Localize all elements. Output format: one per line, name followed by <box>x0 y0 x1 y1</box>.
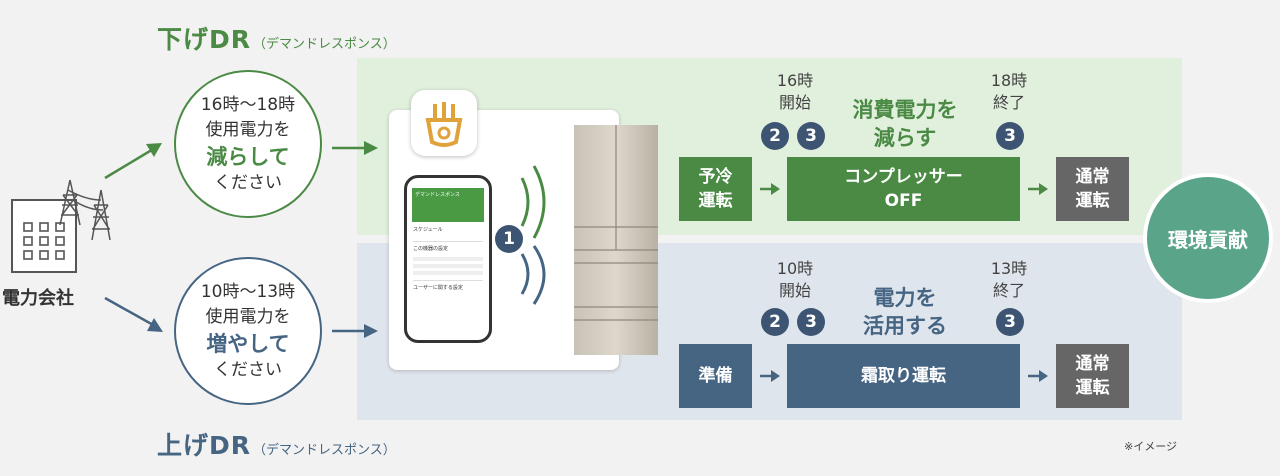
down-badge-3-start: 3 <box>797 122 825 150</box>
up-dr-title: 上げDR <box>157 431 252 460</box>
phone-header-title: デマンドレスポンス <box>415 192 460 198</box>
down-badge-2: 2 <box>761 122 789 150</box>
phone-content: スケジュール この機器の設定 ユーザーに関する設定 <box>413 226 483 293</box>
down-arrow-1 <box>760 183 780 195</box>
phone-row-device-settings: この機器の設定 <box>413 246 449 252</box>
signal-badge: 1 <box>495 225 523 253</box>
smartphone: デマンドレスポンス スケジュール この機器の設定 ユーザーに関する設定 <box>404 175 492 343</box>
defrost-box: 霜取り運転 <box>787 344 1020 408</box>
power-company-label: 電力会社 <box>2 288 74 309</box>
down-badge-3-end: 3 <box>996 122 1024 150</box>
image-note: ※イメージ <box>1124 440 1177 453</box>
down-dr-power-text: 使用電力を <box>205 119 291 140</box>
down-start-label: 16時 開始 <box>776 71 814 112</box>
up-arrow-2 <box>1028 370 1048 382</box>
down-dr-heading: 下げDR（デマンドレスポンス） <box>157 20 396 56</box>
up-dr-power-text: 使用電力を <box>205 306 291 327</box>
down-dr-emphasis: 減らして <box>206 144 290 169</box>
down-dr-please: ください <box>214 172 282 193</box>
up-dr-please: ください <box>214 359 282 380</box>
up-badge-2: 2 <box>761 308 789 336</box>
up-arrow-1 <box>760 370 780 382</box>
down-dr-subtitle: （デマンドレスポンス） <box>253 37 396 52</box>
phone-row-user-settings: ユーザーに関する設定 <box>413 285 463 291</box>
up-start-label: 10時 開始 <box>776 259 814 300</box>
up-normal-box: 通常 運転 <box>1056 344 1129 408</box>
app-icon[interactable] <box>411 90 477 156</box>
signal-waves-icon <box>520 165 546 305</box>
power-company-icon <box>11 179 111 273</box>
device-arrows <box>332 141 378 338</box>
up-badge-3-start: 3 <box>797 308 825 336</box>
up-dr-time: 10時〜13時 <box>200 281 296 302</box>
up-dr-heading: 上げDR（デマンドレスポンス） <box>157 426 396 462</box>
refrigerator-icon <box>574 125 658 355</box>
up-badge-3-end: 3 <box>996 308 1024 336</box>
down-end-label: 18時 終了 <box>990 71 1028 112</box>
up-main-label: 電力を 活用する <box>863 286 947 338</box>
prepare-box: 準備 <box>679 344 752 408</box>
down-dr-time: 16時〜18時 <box>200 94 296 115</box>
company-arrows <box>104 143 163 332</box>
environment-contribution-badge: 環境貢献 <box>1143 173 1273 303</box>
down-main-label: 消費電力を 減らす <box>852 98 958 150</box>
up-end-label: 13時 終了 <box>990 259 1028 300</box>
down-dr-title: 下げDR <box>157 25 252 54</box>
compressor-off-box: コンプレッサー OFF <box>787 157 1020 221</box>
up-dr-emphasis: 増やして <box>206 331 290 356</box>
down-normal-box: 通常 運転 <box>1056 157 1129 221</box>
down-dr-request-circle: 16時〜18時 使用電力を 減らして ください <box>174 70 322 218</box>
up-dr-request-circle: 10時〜13時 使用電力を 増やして ください <box>174 257 322 405</box>
precool-box: 予冷 運転 <box>679 157 752 221</box>
phone-header: デマンドレスポンス <box>412 188 484 222</box>
basket-icon <box>425 102 463 147</box>
down-arrow-2 <box>1028 183 1048 195</box>
up-dr-subtitle: （デマンドレスポンス） <box>253 443 396 458</box>
phone-row-schedule: スケジュール <box>413 227 443 233</box>
